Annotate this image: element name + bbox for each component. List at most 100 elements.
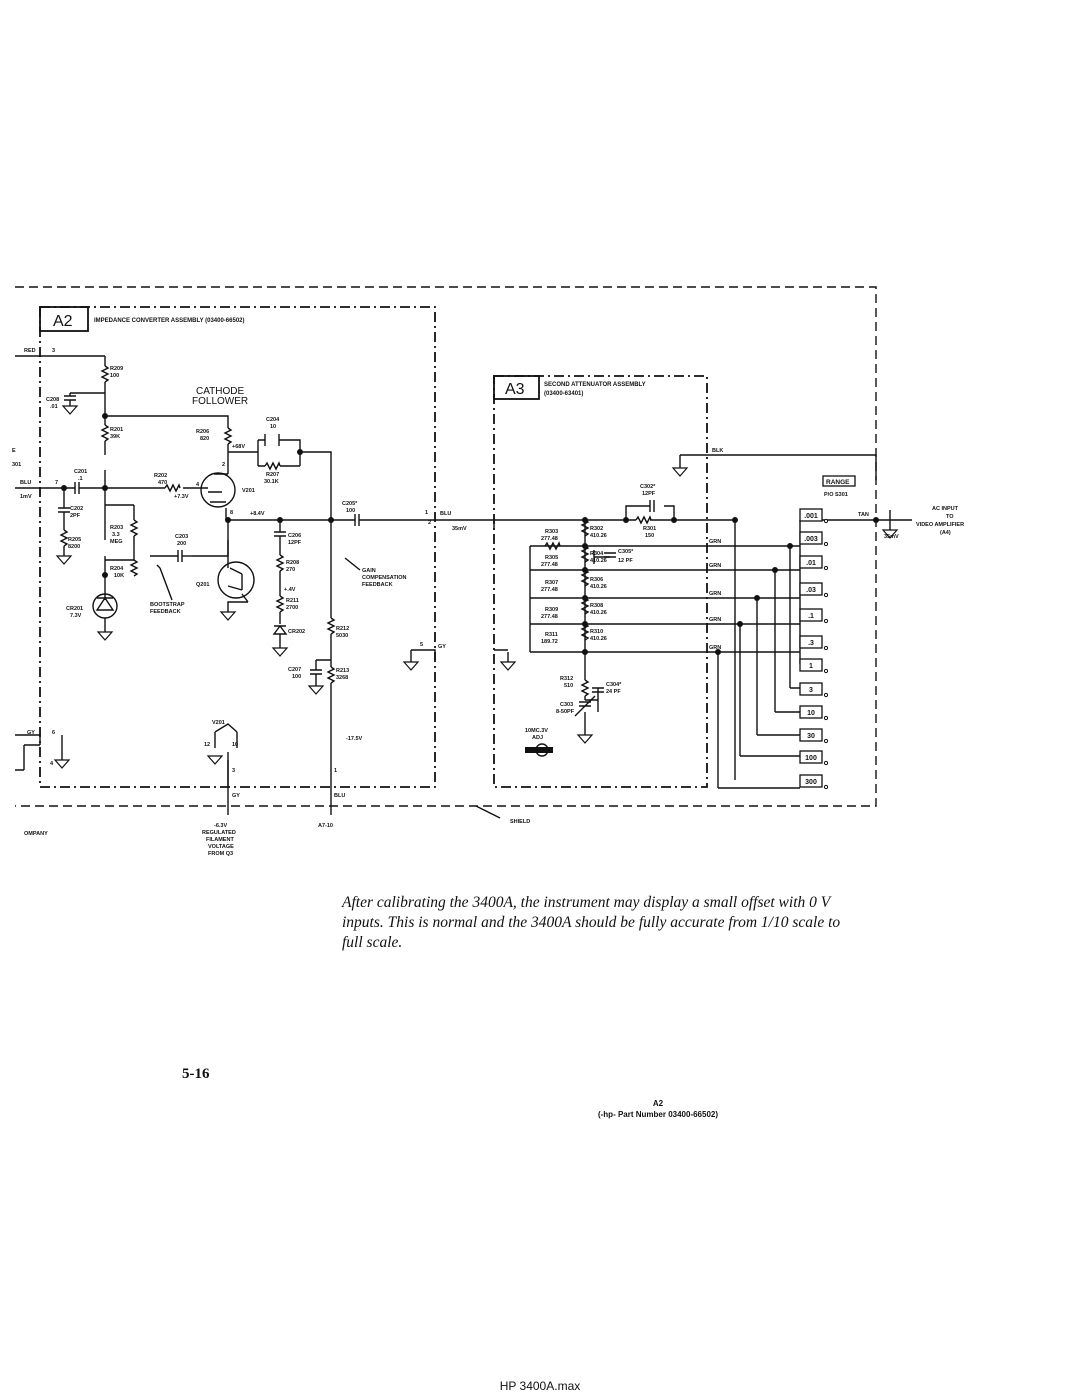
- range-position-box: [799, 635, 823, 649]
- label: A7-10: [318, 823, 333, 829]
- label: R202: [154, 473, 167, 479]
- label: R206: [196, 429, 209, 435]
- ground-symbol: [53, 405, 899, 769]
- label: C303: [560, 702, 573, 708]
- res-r209: [100, 365, 110, 383]
- range-position-label: .3: [808, 640, 814, 647]
- label: 410.26: [590, 533, 607, 539]
- output-mv: 35mV: [884, 534, 899, 540]
- label: 410.26: [590, 610, 607, 616]
- label: R212: [336, 626, 349, 632]
- label: 410.26: [590, 558, 607, 564]
- cap-c303: [574, 695, 596, 717]
- label: BLU: [440, 511, 451, 517]
- label: 3: [232, 768, 235, 774]
- adjust-screw-body: [525, 747, 553, 753]
- a3-tag: A3: [505, 381, 525, 398]
- label: R310: [590, 629, 603, 635]
- range-position-label: 3: [809, 687, 813, 694]
- range-contact: [823, 592, 829, 598]
- a2-tag: A2: [53, 313, 73, 330]
- output-label: VIDEO AMPLIFIER: [916, 522, 964, 528]
- res-r208: [275, 554, 285, 572]
- label: OMPANY: [24, 831, 48, 837]
- range-position-box: [799, 728, 823, 742]
- transistor-q201: [217, 561, 255, 599]
- label: 510: [564, 683, 573, 689]
- wire-node-b: [104, 415, 229, 428]
- label: BLU: [334, 793, 345, 799]
- label: R306: [590, 577, 603, 583]
- label: R308: [590, 603, 603, 609]
- a3-title-2: (03400-63401): [544, 391, 583, 397]
- label: 270: [286, 567, 295, 573]
- label: 820: [200, 436, 209, 442]
- label: R309: [545, 607, 558, 613]
- label: 100: [110, 373, 119, 379]
- label: +7.3V: [174, 494, 189, 500]
- label: 3.3: [112, 532, 120, 538]
- calibration-note: After calibrating the 3400A, the instrum…: [342, 894, 841, 951]
- label: R304: [590, 551, 604, 557]
- cap-c203: [177, 550, 183, 562]
- res-r211: [275, 595, 285, 613]
- label: CR202: [288, 629, 305, 635]
- label: +68V: [232, 444, 245, 450]
- res-r301: [635, 515, 652, 525]
- label: C206: [288, 533, 301, 539]
- label: 277.48: [541, 562, 558, 568]
- label: 150: [645, 533, 654, 539]
- range-position-box: [799, 750, 823, 764]
- wire-blk: [679, 454, 877, 480]
- res-r304: [580, 545, 590, 563]
- label: FEEDBACK: [362, 582, 393, 588]
- label: R207: [266, 472, 279, 478]
- range-position-label: .003: [804, 536, 818, 543]
- label: R307: [545, 580, 558, 586]
- label: GRN: [709, 591, 721, 597]
- a2-title: IMPEDANCE CONVERTER ASSEMBLY (03400-6650…: [94, 318, 245, 324]
- label: CR201: [66, 606, 83, 612]
- label: V201: [242, 488, 255, 494]
- label: 7.3V: [70, 613, 82, 619]
- label: 39K: [110, 434, 120, 440]
- output-label: (A4): [940, 530, 951, 536]
- label: ADJ: [532, 735, 543, 741]
- label: 410.26: [590, 636, 607, 642]
- res-r203: [129, 519, 139, 537]
- cap-c207: [310, 669, 322, 675]
- label: 7: [55, 480, 58, 486]
- label: 301: [12, 462, 21, 468]
- cathode-follower-label: CATHODE: [196, 386, 244, 397]
- label: BLU: [20, 480, 31, 486]
- label: +.4V: [284, 587, 296, 593]
- range-position-label: 10: [807, 710, 815, 717]
- res-r212: [326, 617, 336, 635]
- page-number: 5-16: [182, 1066, 210, 1082]
- label: R302: [590, 526, 603, 532]
- label: RED: [24, 348, 36, 354]
- label: 277.48: [541, 536, 558, 542]
- a2-assembly-box: [39, 306, 436, 788]
- label: C302*: [640, 484, 656, 490]
- range-position-label: .001: [804, 513, 818, 520]
- label: 100: [346, 508, 355, 514]
- label: 8: [230, 510, 233, 516]
- range-contact: [823, 738, 829, 744]
- label: 12PF: [288, 540, 302, 546]
- range-position-box: [799, 531, 823, 545]
- label: GRN: [709, 645, 721, 651]
- label: GY: [438, 644, 446, 650]
- cap-c205: [354, 514, 360, 526]
- res-r201: [100, 424, 110, 442]
- range-contact: [823, 760, 829, 766]
- range-position-box: [799, 508, 823, 522]
- label: R208: [286, 560, 299, 566]
- label: R303: [545, 529, 558, 535]
- label: R209: [110, 366, 123, 372]
- range-position-label: 300: [805, 779, 817, 786]
- label: REGULATED: [202, 830, 236, 836]
- label: +8.4V: [250, 511, 265, 517]
